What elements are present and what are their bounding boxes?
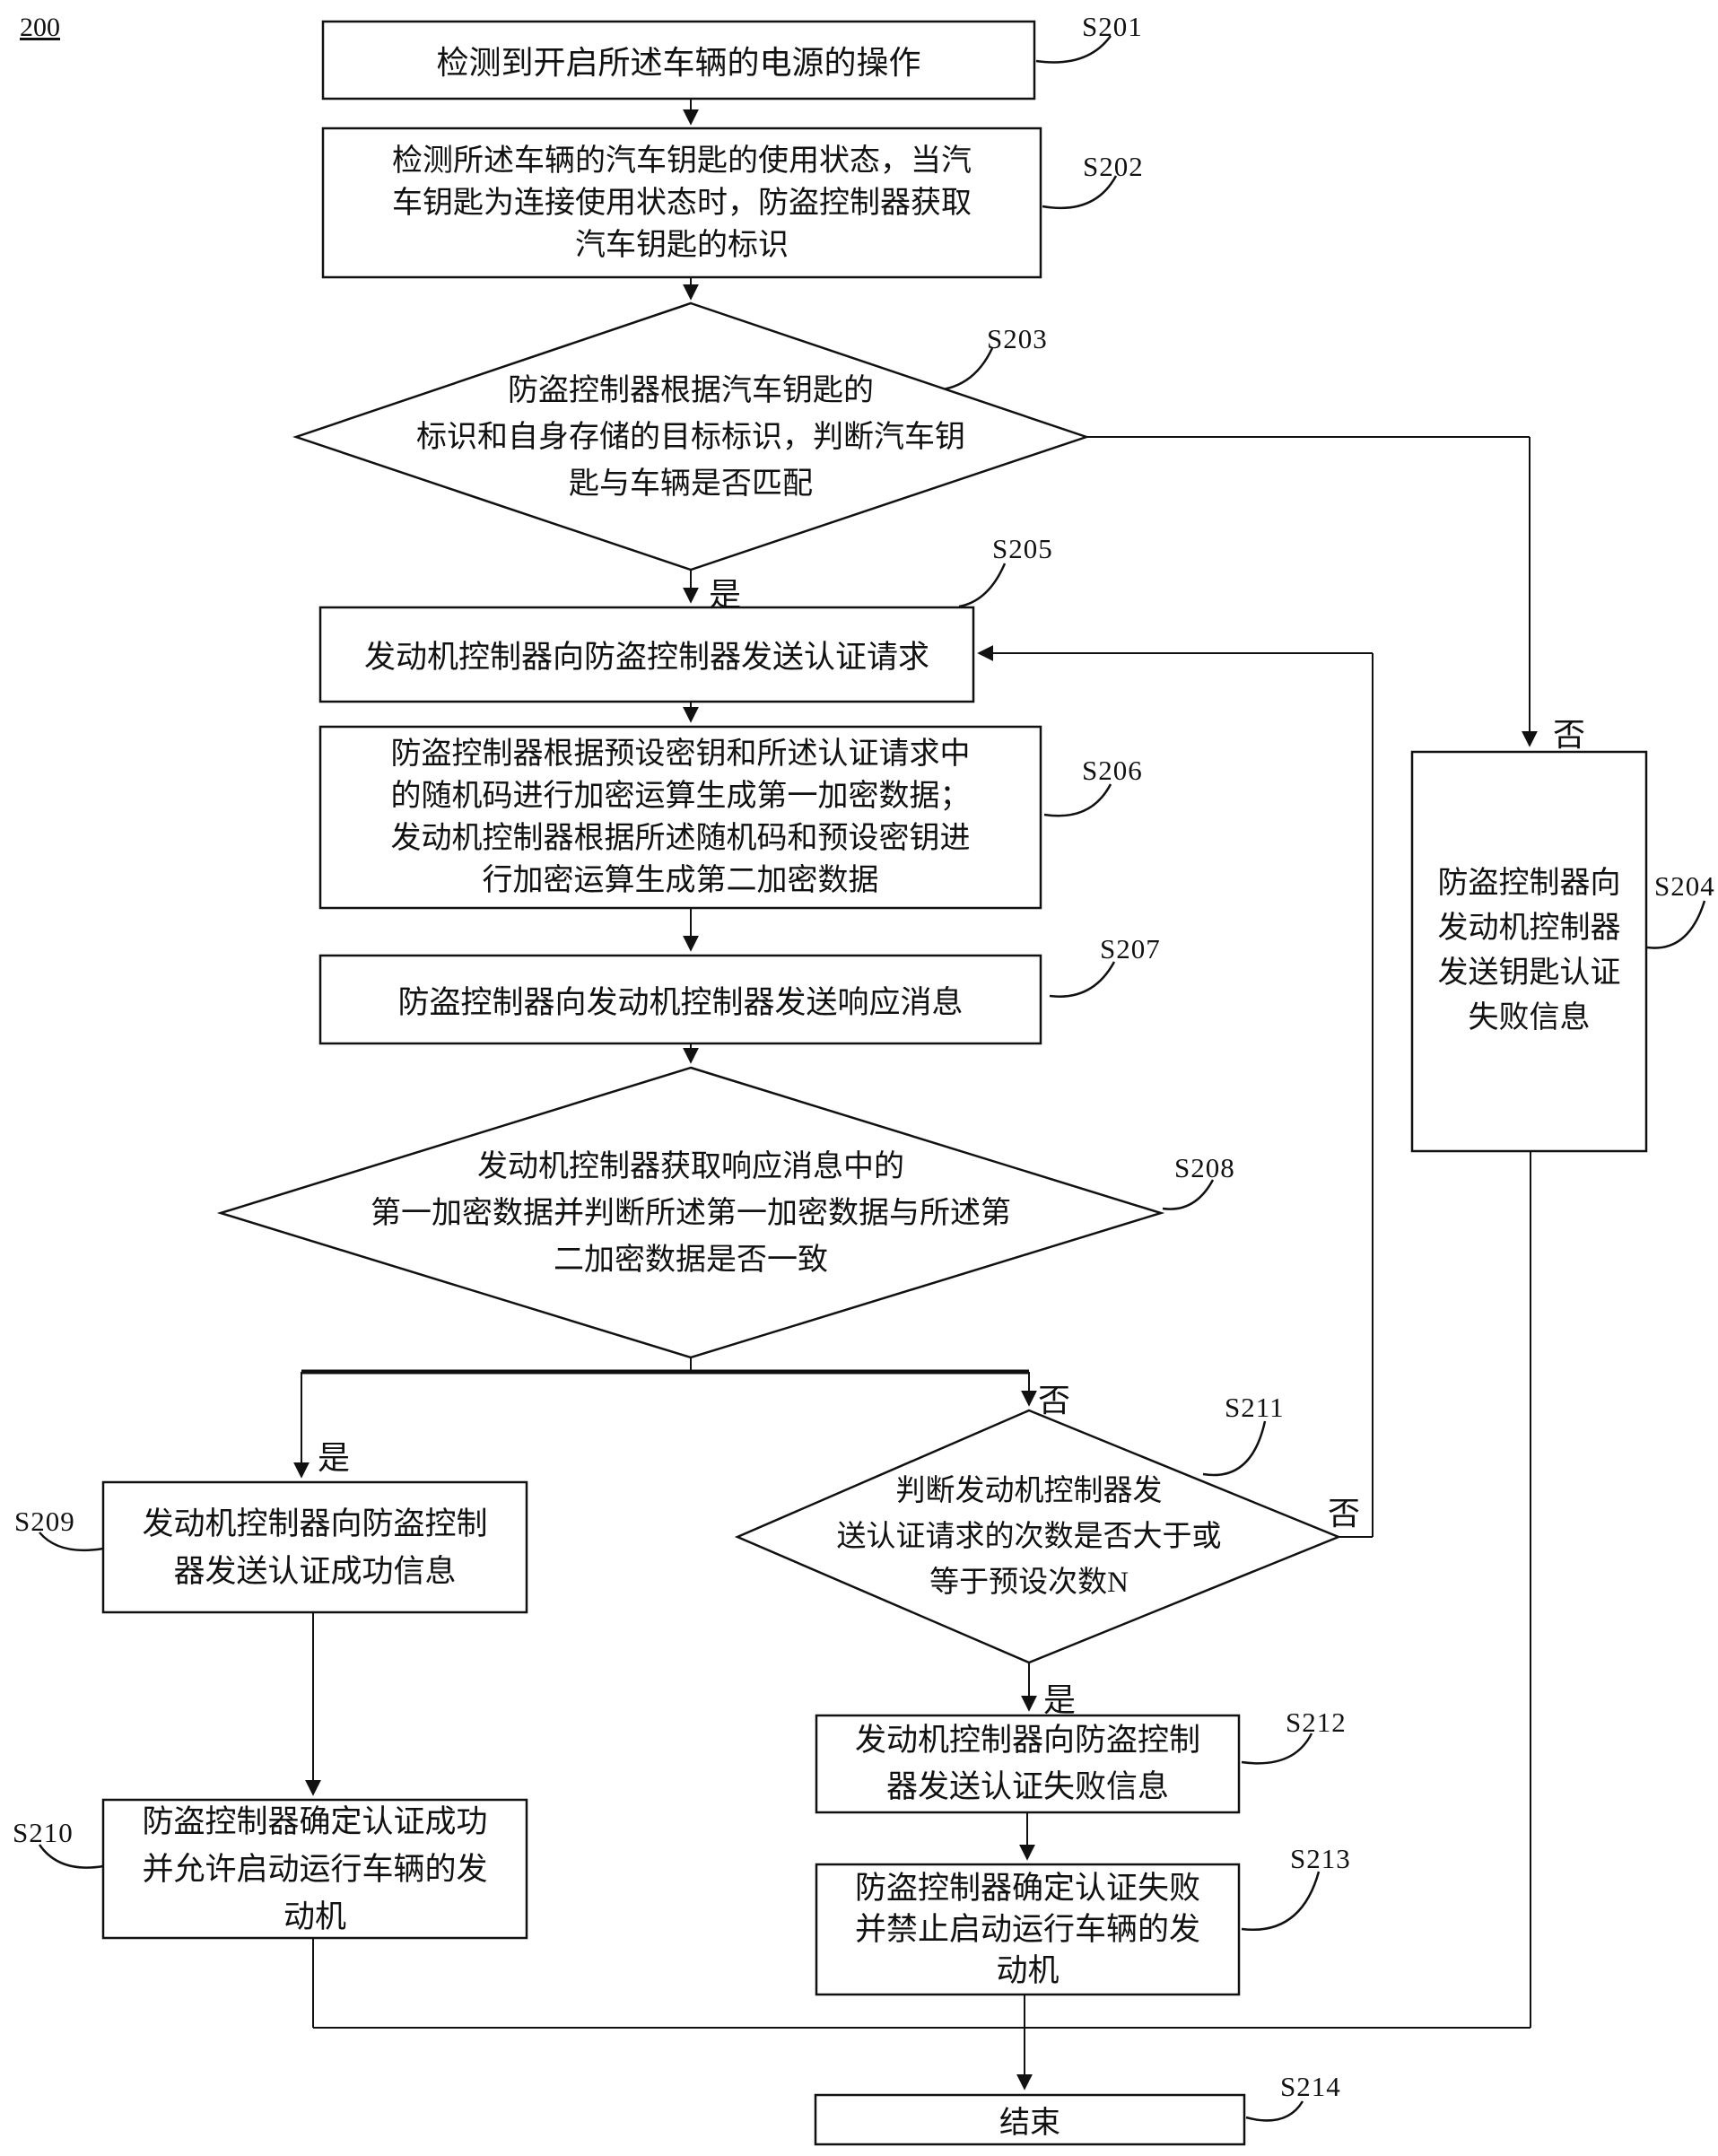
node-s213-text: 防盗控制器确定认证失败 并禁止启动运行车辆的发 动机 [854, 1870, 1200, 1988]
node-s203-text: 防盗控制器根据汽车钥匙的 标识和自身存储的目标标识，判断汽车钥 匙与车辆是否匹配 [416, 374, 965, 501]
step-label-s204: S204 [1654, 870, 1715, 902]
step-label-s211: S211 [1225, 1392, 1285, 1423]
branch-label-s211-no: 否 [1328, 1496, 1361, 1532]
node-s210-text: 防盗控制器确定认证成功 并允许启动运行车辆的发 动机 [142, 1803, 488, 1934]
node-s211-text: 判断发动机控制器发 送认证请求的次数是否大于或 等于预设次数N [836, 1474, 1222, 1599]
node-s208-text: 发动机控制器获取响应消息中的 第一加密数据并判断所述第一加密数据与所述第 二加密… [371, 1150, 1011, 1277]
node-s212-text: 发动机控制器向防盗控制 器发送认证失败信息 [854, 1723, 1200, 1804]
node-s209-text: 发动机控制器向防盗控制 器发送认证成功信息 [142, 1506, 488, 1589]
node-s201-text: 检测到开启所述车辆的电源的操作 [436, 45, 921, 81]
step-label-s206: S206 [1082, 755, 1143, 786]
step-label-s202: S202 [1083, 151, 1144, 182]
branch-label-s211-yes: 是 [1043, 1682, 1077, 1718]
node-s202-text: 检测所述车辆的汽车钥匙的使用状态，当汽 车钥匙为连接使用状态时，防盗控制器获取 … [392, 144, 972, 262]
node-s206-text: 防盗控制器根据预设密钥和所述认证请求中 的随机码进行加密运算生成第一加密数据； … [390, 738, 971, 897]
node-s207-text: 防盗控制器向发动机控制器发送响应消息 [397, 984, 964, 1020]
step-label-s203: S203 [987, 323, 1048, 354]
node-s204-text: 防盗控制器向 发动机控制器 发送钥匙认证 失败信息 [1437, 867, 1621, 1034]
step-label-s207: S207 [1100, 933, 1161, 965]
step-label-s210: S210 [13, 1817, 74, 1848]
step-label-s213: S213 [1290, 1843, 1351, 1874]
step-label-s205: S205 [992, 533, 1053, 564]
step-label-s201: S201 [1082, 11, 1143, 42]
figure-number: 200 [20, 13, 60, 42]
step-label-s208: S208 [1174, 1152, 1235, 1183]
branch-label-s208-yes: 是 [318, 1440, 351, 1476]
branch-label-s208-no: 否 [1038, 1383, 1071, 1418]
step-label-s214: S214 [1280, 2071, 1341, 2102]
node-s205-text: 发动机控制器向防盗控制器发送认证请求 [363, 640, 929, 675]
branch-label-s203-yes: 是 [709, 577, 742, 613]
node-s214-text: 结束 [999, 2107, 1060, 2140]
step-label-s212: S212 [1286, 1706, 1347, 1738]
step-label-s209: S209 [14, 1506, 75, 1537]
branch-label-s203-no: 否 [1553, 717, 1586, 753]
